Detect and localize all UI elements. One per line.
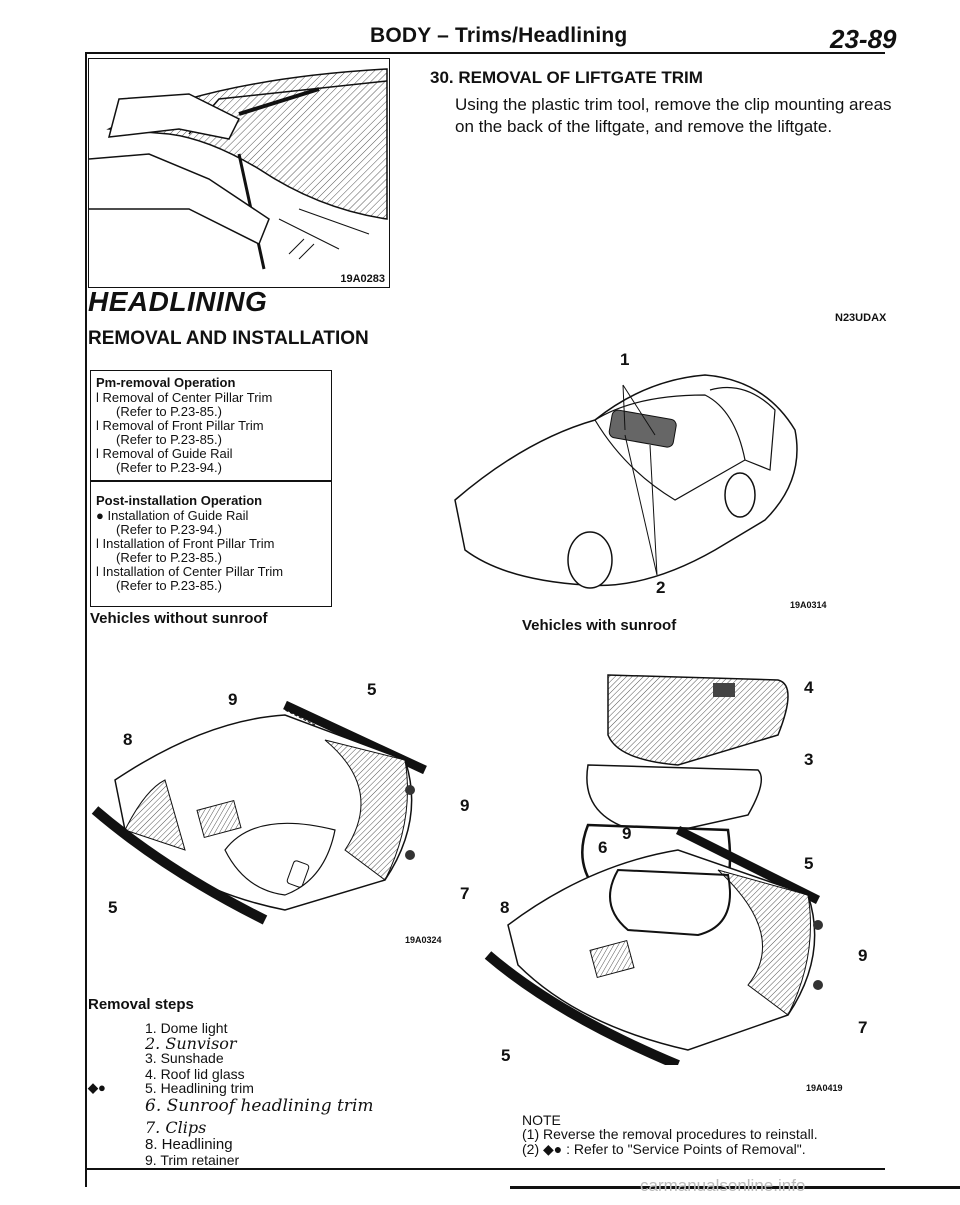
right-callout: 5 xyxy=(501,1046,511,1065)
section-code: N23UDAX xyxy=(835,312,887,324)
removal-step: 4. Roof lid glass xyxy=(145,1066,245,1082)
car-illustration xyxy=(454,374,798,589)
right-callout: 6 xyxy=(598,838,608,857)
removal-steps-title: Removal steps xyxy=(88,996,194,1013)
left-callout: 5 xyxy=(108,898,118,917)
headlining-without-sunroof-illustration xyxy=(91,700,427,925)
note-label: NOTE xyxy=(522,1112,561,1128)
liftgate-illustration xyxy=(89,68,388,270)
removal-step: 3. Sunshade xyxy=(145,1050,224,1066)
page-number: 23-89 xyxy=(830,24,897,54)
car-callout: 1 xyxy=(620,350,630,369)
note-line: (2) ◆● : Refer to "Service Points of Rem… xyxy=(522,1141,806,1157)
left-margin-rule xyxy=(85,52,87,1187)
service-points-marker-icon: ◆● xyxy=(88,1080,106,1095)
removal-step: 2. Sunvisor xyxy=(145,1034,237,1053)
headlining-title: HEADLINING xyxy=(88,286,268,317)
left-callout: 9 xyxy=(228,690,238,709)
liftgate-section-body: Using the plastic trim tool, remove the … xyxy=(455,95,892,136)
removal-step: 8. Headlining xyxy=(145,1136,233,1153)
post-installation-item: l Installation of Center Pillar Trim xyxy=(96,564,284,579)
left-callout: 8 xyxy=(123,730,133,749)
right-callout: 4 xyxy=(804,678,814,697)
left-callout: 5 xyxy=(367,680,377,699)
post-installation-item: (Refer to P.23-85.) xyxy=(116,578,222,593)
headlining-with-sunroof-illustration xyxy=(484,674,823,1065)
left-callout: 7 xyxy=(460,884,470,903)
caption-with-sunroof: Vehicles with sunroof xyxy=(522,617,677,634)
removal-installation-subtitle: REMOVAL AND INSTALLATION xyxy=(88,328,369,349)
pre-removal-item: (Refer to P.23-85.) xyxy=(116,404,222,419)
car-figure-code: 19A0314 xyxy=(790,600,827,610)
caption-without-sunroof: Vehicles without sunroof xyxy=(90,610,268,627)
pre-removal-item: (Refer to P.23-85.) xyxy=(116,432,222,447)
right-callout: 3 xyxy=(804,750,814,769)
removal-step: 7. Clips xyxy=(145,1118,207,1137)
footer-watermark: carmanualsonline.info xyxy=(640,1176,806,1195)
pre-removal-item: l Removal of Guide Rail xyxy=(96,446,233,461)
footer-bar xyxy=(510,1186,960,1189)
liftgate-figure: 19A0283 xyxy=(88,58,390,288)
post-installation-title: Post-installation Operation xyxy=(96,493,263,508)
right-callout: 7 xyxy=(858,1018,868,1037)
right-callout: 9 xyxy=(622,824,632,843)
post-installation-item: (Refer to P.23-94.) xyxy=(116,522,222,537)
right-figure-code: 19A0419 xyxy=(806,1083,843,1093)
post-installation-item: (Refer to P.23-85.) xyxy=(116,550,222,565)
removal-step: 1. Dome light xyxy=(145,1020,228,1036)
page-header-title: BODY – Trims/Headlining xyxy=(370,24,628,47)
header-rule xyxy=(85,52,885,54)
post-installation-item: ● Installation of Guide Rail xyxy=(96,508,249,523)
left-figure-code: 19A0324 xyxy=(405,935,442,945)
car-callout: 2 xyxy=(656,578,666,597)
pre-removal-item: (Refer to P.23-94.) xyxy=(116,460,222,475)
liftgate-figure-code: 19A0283 xyxy=(340,273,385,285)
note-line: (1) Reverse the removal procedures to re… xyxy=(522,1126,818,1142)
footer-rule xyxy=(85,1168,885,1170)
pre-removal-item: l Removal of Front Pillar Trim xyxy=(96,418,264,433)
right-callout: 5 xyxy=(804,854,814,873)
box-divider xyxy=(90,480,332,482)
removal-step: 9. Trim retainer xyxy=(145,1152,240,1168)
right-callout: 9 xyxy=(858,946,868,965)
liftgate-section-title: 30. REMOVAL OF LIFTGATE TRIM xyxy=(430,68,703,87)
right-callout: 8 xyxy=(500,898,510,917)
pre-removal-item: l Removal of Center Pillar Trim xyxy=(96,390,273,405)
operations-box: Pm-removal Operation l Removal of Center… xyxy=(90,370,332,607)
pre-removal-title: Pm-removal Operation xyxy=(96,375,236,390)
removal-step: 6. Sunroof headlining trim xyxy=(145,1096,374,1116)
post-installation-item: l Installation of Front Pillar Trim xyxy=(96,536,275,551)
removal-step: 5. Headlining trim xyxy=(145,1080,254,1096)
left-callout: 9 xyxy=(460,796,470,815)
